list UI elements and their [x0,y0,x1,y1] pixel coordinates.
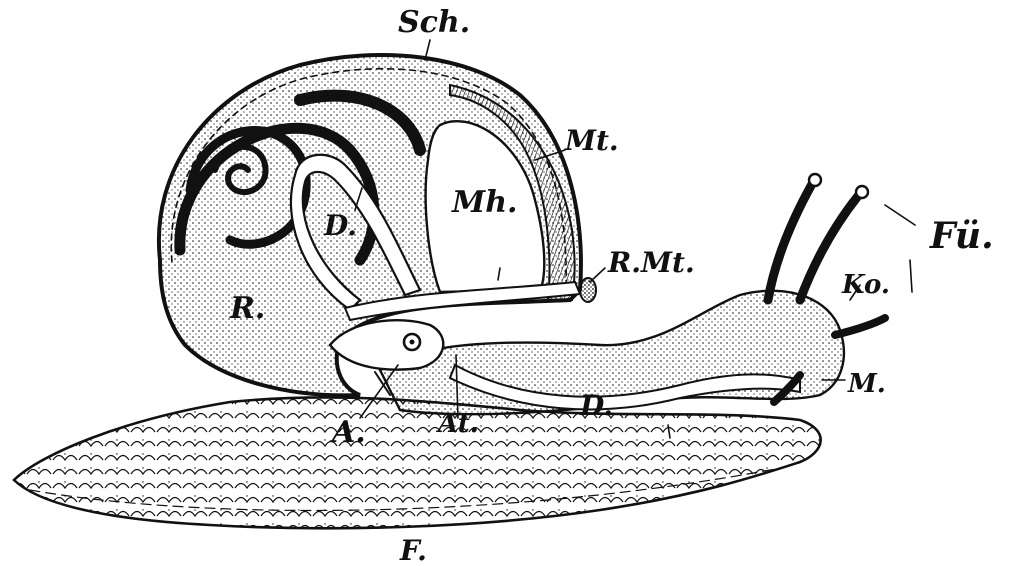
label-mt: Mt. [564,124,619,157]
label-d-upper: D. [323,209,357,242]
label-fu: Fü. [929,215,994,257]
mantle-hatched-band [449,83,576,301]
label-r-mt: R.Mt. [607,246,695,279]
label-ko: Ko. [841,270,890,300]
label-d-lower: D. [579,389,613,422]
label-at: At. [435,409,479,439]
shell [156,53,597,398]
foot [12,396,822,530]
label-mh: Mh. [451,185,517,220]
leader-lines [354,39,916,439]
label-m: M. [847,369,886,399]
label-r: R. [229,291,265,326]
label-a: A. [329,415,366,450]
tentacles [763,172,889,406]
label-f: F. [399,534,427,566]
label-sch: Sch. [398,5,470,40]
intestine-lower [448,363,801,411]
